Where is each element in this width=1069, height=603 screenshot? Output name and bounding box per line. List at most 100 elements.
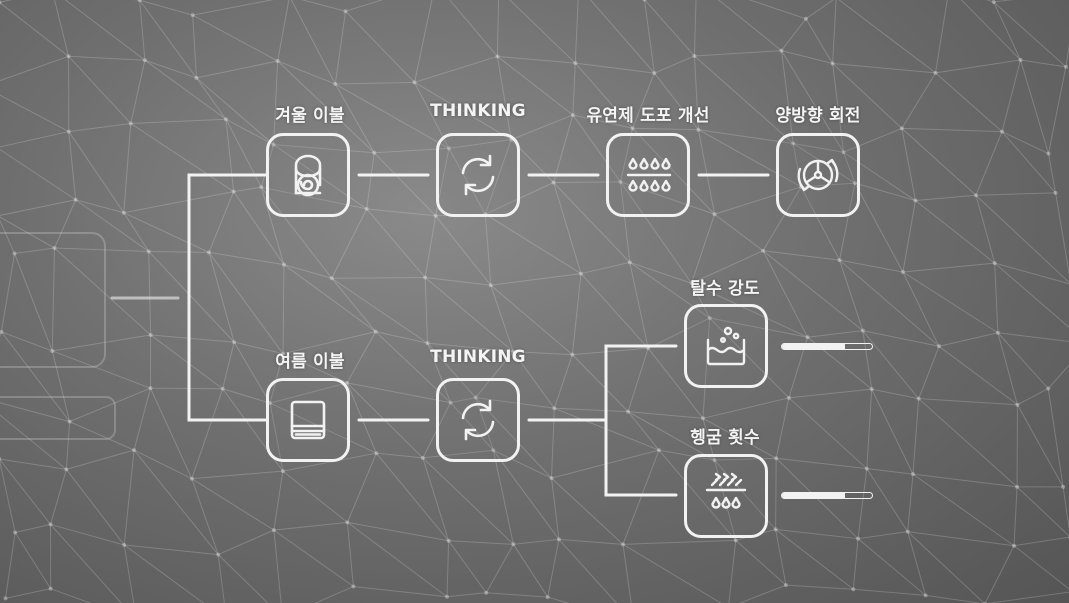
mesh-line <box>283 264 376 333</box>
mesh-line <box>282 452 377 472</box>
mesh-line <box>14 247 55 254</box>
mesh-line <box>627 411 660 451</box>
mesh-line <box>301 0 346 12</box>
mesh-line <box>273 521 348 531</box>
mesh-line <box>424 277 428 344</box>
mesh-node <box>869 387 874 392</box>
mesh-line <box>68 131 77 200</box>
mesh-line <box>620 181 692 284</box>
mesh-node <box>333 82 338 87</box>
mesh-line <box>622 449 660 545</box>
mesh-line <box>448 540 487 594</box>
mesh-node <box>830 61 835 66</box>
mesh-line <box>513 351 573 356</box>
mesh-line <box>346 382 451 404</box>
mesh-line <box>775 529 854 590</box>
mesh-line <box>805 18 834 64</box>
bidirectional-drum-icon <box>797 158 839 192</box>
mesh-line <box>422 457 514 545</box>
mesh-line <box>647 317 710 349</box>
mesh-line <box>233 186 262 193</box>
mesh-node <box>1000 129 1005 134</box>
mesh-line <box>553 182 631 263</box>
mesh-line <box>334 83 375 153</box>
mesh-line <box>572 63 576 115</box>
mesh-node <box>1046 386 1051 391</box>
mesh-node <box>67 419 72 424</box>
mesh-node <box>121 210 126 215</box>
mesh-node <box>425 341 430 346</box>
mesh-line <box>14 253 53 352</box>
mesh-node <box>220 386 225 391</box>
mesh-node <box>1046 151 1051 156</box>
mesh-line <box>960 0 1021 61</box>
mesh-node <box>696 127 701 132</box>
mesh-line <box>196 77 274 146</box>
mesh-line <box>75 199 124 214</box>
mesh-node <box>551 180 556 185</box>
mesh-node <box>13 530 18 535</box>
mesh-node <box>511 542 516 547</box>
mesh-line <box>987 591 1069 603</box>
mesh-node <box>656 448 661 453</box>
mesh-line <box>123 123 132 213</box>
mesh-line <box>1 331 71 422</box>
mesh-line <box>697 129 716 215</box>
mesh-line <box>714 213 764 252</box>
mesh-line <box>448 139 512 149</box>
mesh-line <box>717 0 782 51</box>
mesh-node <box>271 528 276 533</box>
mesh-line <box>0 253 16 332</box>
mesh-line <box>435 215 492 286</box>
mesh-node <box>899 126 904 131</box>
mesh-node <box>852 181 857 186</box>
mesh-line <box>366 152 375 209</box>
mesh-line <box>196 77 227 120</box>
mesh-line <box>0 0 12 3</box>
mesh-line <box>425 277 491 286</box>
mesh-line <box>776 457 867 470</box>
mesh-node <box>64 467 69 472</box>
mesh-node <box>573 61 578 66</box>
mesh-node <box>1015 402 1020 407</box>
mesh-line <box>1055 192 1069 276</box>
mesh-node <box>132 448 137 453</box>
mesh-line <box>572 114 621 183</box>
mesh-line <box>490 273 582 286</box>
mesh-line <box>627 411 715 461</box>
mesh-line <box>50 469 67 525</box>
mesh-line <box>217 554 269 603</box>
mesh-node <box>66 129 71 134</box>
mesh-line <box>191 478 275 531</box>
mesh-node <box>900 270 905 275</box>
mesh-node <box>1012 543 1017 548</box>
mesh-line <box>975 195 996 264</box>
mesh-line <box>490 285 514 352</box>
label-summer-blanket: 여름 이불 <box>275 352 345 372</box>
mesh-line <box>124 544 219 556</box>
mesh-node <box>545 595 550 600</box>
mesh-line <box>1047 153 1057 193</box>
mesh-node <box>491 448 496 453</box>
mesh-node <box>189 476 194 481</box>
mesh-line <box>714 457 777 461</box>
mesh-line <box>191 478 219 555</box>
mesh-line <box>691 250 764 284</box>
mesh-line <box>65 469 125 546</box>
mesh-line <box>763 250 840 261</box>
mesh-node <box>856 536 861 541</box>
mesh-line <box>775 529 787 586</box>
ghost-button <box>0 396 116 440</box>
mesh-node <box>936 344 941 349</box>
mesh-line <box>123 450 135 546</box>
mesh-line <box>475 397 555 409</box>
node-winter-blanket <box>266 133 350 217</box>
mesh-line <box>1013 536 1069 547</box>
mesh-line <box>334 11 347 85</box>
mesh-node <box>0 0 2 5</box>
mesh-line <box>1020 59 1066 68</box>
mesh-node <box>916 396 921 401</box>
mesh-line <box>839 260 864 331</box>
mesh-line <box>780 50 794 144</box>
mesh-line <box>693 55 699 130</box>
